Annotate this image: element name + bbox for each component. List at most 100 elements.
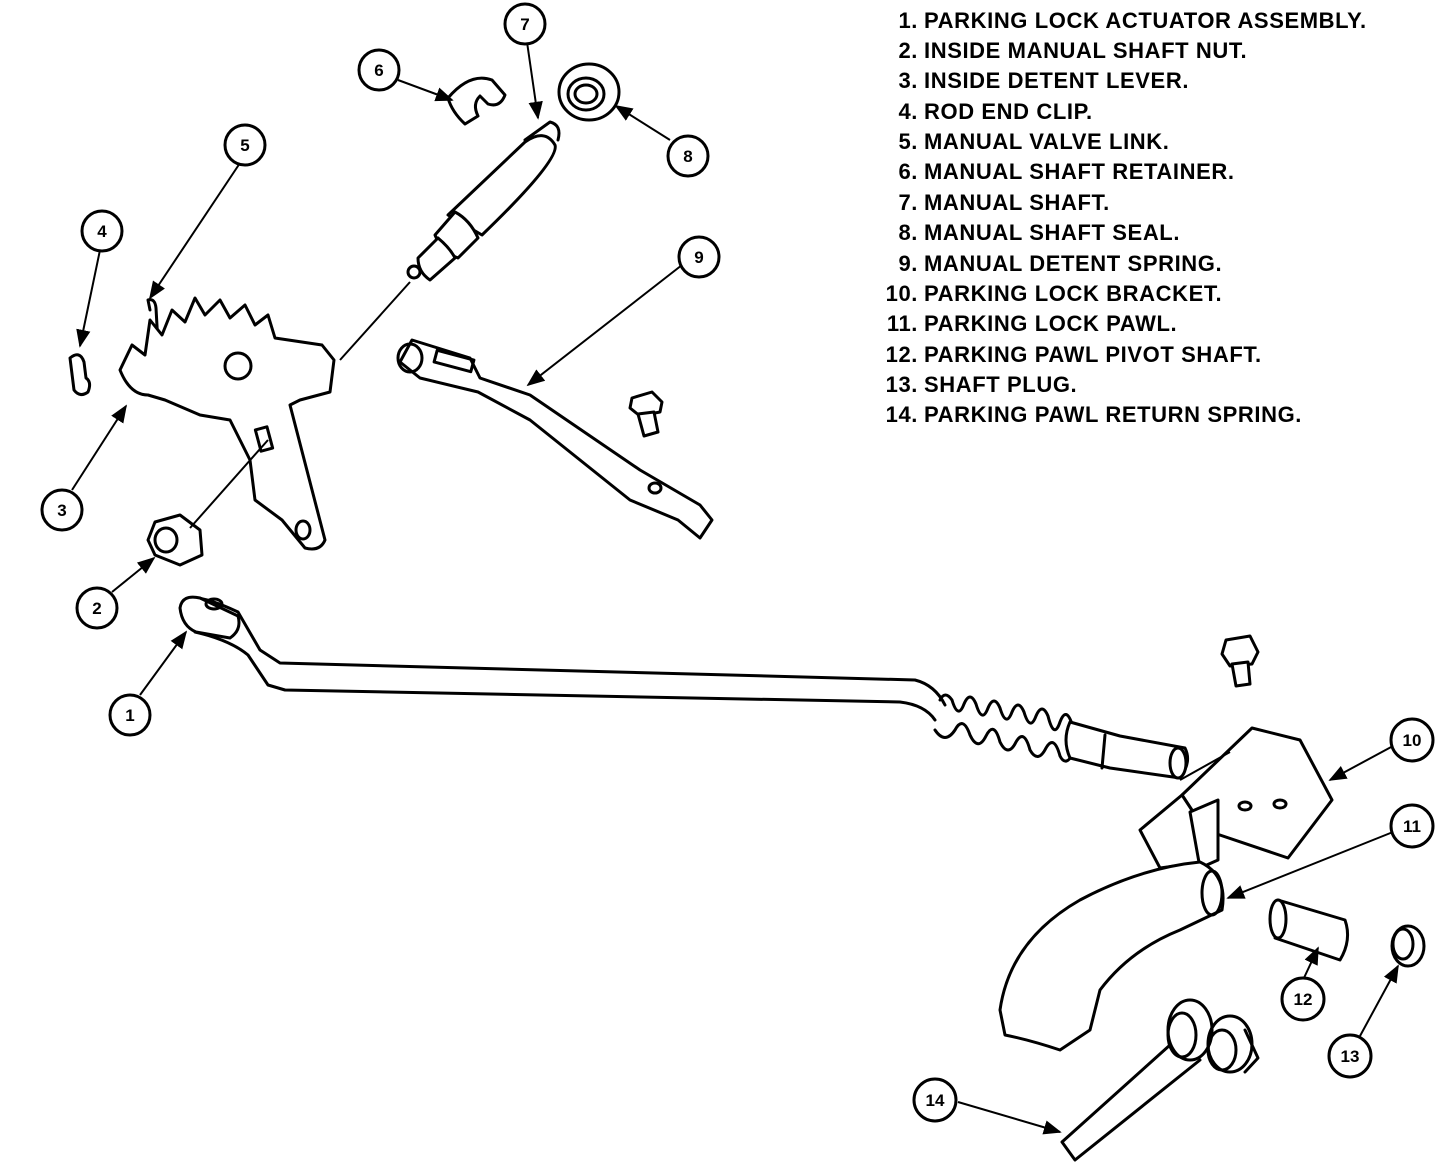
legend-text: SHAFT PLUG.: [924, 372, 1078, 397]
callout-8-label: 8: [683, 147, 692, 166]
rod-end-clip: [68, 353, 92, 397]
legend-row: 7.MANUAL SHAFT.: [868, 188, 1110, 218]
assembly-line-shaft: [339, 281, 411, 361]
legend-row: 9.MANUAL DETENT SPRING.: [868, 249, 1222, 279]
leader-6: [397, 79, 454, 102]
legend-row: 4.ROD END CLIP.: [868, 97, 1093, 127]
leader-1: [139, 630, 188, 696]
legend-text: MANUAL SHAFT SEAL.: [924, 220, 1181, 245]
legend-text: PARKING LOCK BRACKET.: [924, 281, 1223, 306]
leader-4: [76, 249, 101, 348]
leader-14: [957, 1101, 1062, 1135]
inside-manual-shaft-nut: [146, 513, 204, 567]
legend-number: 11.: [886, 311, 918, 336]
callout-4-label: 4: [97, 222, 107, 241]
leader-3: [71, 404, 127, 491]
callout-11-label: 11: [1403, 817, 1421, 836]
legend-number: 7.: [898, 190, 918, 215]
legend-row: 6.MANUAL SHAFT RETAINER.: [868, 157, 1235, 187]
parking-pawl-pivot-shaft: [1268, 898, 1350, 962]
callout-circles: 1 2 3 4 5 6 7 8 9 10 11 12 13 14: [40, 2, 1435, 1123]
legend-number: 8.: [898, 220, 918, 245]
leader-lines: [71, 41, 1399, 1135]
legend-number: 9.: [898, 251, 918, 276]
parking-pawl-return-spring: [1060, 998, 1260, 1162]
callout-12: 12: [1280, 976, 1326, 1022]
manual-shaft-retainer: [446, 76, 507, 126]
legend-row: 5.MANUAL VALVE LINK.: [868, 127, 1169, 157]
callout-14: 14: [912, 1077, 958, 1123]
callout-3: 3: [40, 488, 84, 532]
leader-10: [1328, 745, 1394, 781]
callout-2-label: 2: [92, 599, 101, 618]
assembly-line-nut: [189, 439, 269, 529]
legend-text: PARKING LOCK PAWL.: [924, 311, 1178, 336]
legend-row: 13.SHAFT PLUG.: [868, 370, 1077, 400]
leader-7: [526, 41, 543, 120]
callout-5-label: 5: [240, 136, 249, 155]
legend-number: 5.: [898, 129, 918, 154]
legend-text: PARKING PAWL PIVOT SHAFT.: [924, 342, 1262, 367]
legend-text: MANUAL VALVE LINK.: [924, 129, 1170, 154]
callout-13-label: 13: [1341, 1047, 1360, 1066]
callout-9-label: 9: [694, 248, 703, 267]
leader-2: [111, 556, 156, 593]
callout-13: 13: [1327, 1033, 1373, 1079]
callout-5: 5: [223, 123, 267, 167]
inside-detent-lever: [118, 296, 336, 551]
legend-text: MANUAL SHAFT RETAINER.: [924, 159, 1235, 184]
leader-8: [614, 105, 671, 141]
parking-lock-actuator-assembly: [178, 595, 1190, 780]
leader-13: [1359, 964, 1399, 1037]
parking-lock-bracket: [1138, 726, 1334, 870]
legend-number: 3.: [898, 68, 918, 93]
legend-row: 14.PARKING PAWL RETURN SPRING.: [868, 400, 1302, 430]
callout-14-label: 14: [926, 1091, 945, 1110]
leader-5: [149, 162, 241, 300]
legend-text: ROD END CLIP.: [924, 99, 1093, 124]
callout-2: 2: [75, 586, 119, 630]
manual-shaft: [406, 120, 561, 282]
callout-12-label: 12: [1294, 990, 1313, 1009]
callout-10-label: 10: [1403, 731, 1422, 750]
callout-6-label: 6: [374, 61, 383, 80]
bracket-bolt: [1220, 634, 1260, 688]
legend-number: 4.: [898, 99, 918, 124]
detent-spring-bolt: [628, 390, 664, 438]
callout-8: 8: [666, 134, 710, 178]
legend-text: INSIDE MANUAL SHAFT NUT.: [924, 38, 1248, 63]
callout-1: 1: [108, 693, 152, 737]
legend-number: 1.: [898, 8, 918, 33]
legend-text: PARKING PAWL RETURN SPRING.: [924, 402, 1302, 427]
legend-row: 8.MANUAL SHAFT SEAL.: [868, 218, 1180, 248]
legend-number: 13.: [885, 372, 918, 397]
callout-3-label: 3: [57, 501, 66, 520]
leader-9: [526, 264, 683, 387]
callout-4: 4: [80, 209, 124, 253]
assembly-line-rod: [1179, 751, 1231, 781]
legend-row: 2.INSIDE MANUAL SHAFT NUT.: [868, 36, 1247, 66]
callout-1-label: 1: [125, 706, 134, 725]
callout-10: 10: [1389, 717, 1435, 763]
legend-row: 12.PARKING PAWL PIVOT SHAFT.: [868, 340, 1262, 370]
callout-7: 7: [503, 2, 547, 46]
legend-number: 14.: [885, 402, 918, 427]
legend-row: 10.PARKING LOCK BRACKET.: [868, 279, 1222, 309]
legend-number: 12.: [885, 342, 918, 367]
manual-detent-spring: [396, 338, 714, 540]
legend-number: 6.: [898, 159, 918, 184]
callout-9: 9: [677, 235, 721, 279]
legend-row: 1.PARKING LOCK ACTUATOR ASSEMBLY.: [868, 6, 1367, 36]
legend-text: MANUAL DETENT SPRING.: [924, 251, 1223, 276]
legend-number: 10.: [885, 281, 918, 306]
legend-text: INSIDE DETENT LEVER.: [924, 68, 1190, 93]
shaft-plug: [1390, 924, 1426, 968]
legend-text: PARKING LOCK ACTUATOR ASSEMBLY.: [924, 8, 1367, 33]
callout-6: 6: [357, 48, 401, 92]
leader-12: [1302, 946, 1319, 981]
legend-row: 3.INSIDE DETENT LEVER.: [868, 66, 1189, 96]
manual-shaft-seal: [557, 62, 621, 122]
parking-lock-pawl: [998, 860, 1225, 1052]
legend-row: 11.PARKING LOCK PAWL.: [868, 309, 1177, 339]
